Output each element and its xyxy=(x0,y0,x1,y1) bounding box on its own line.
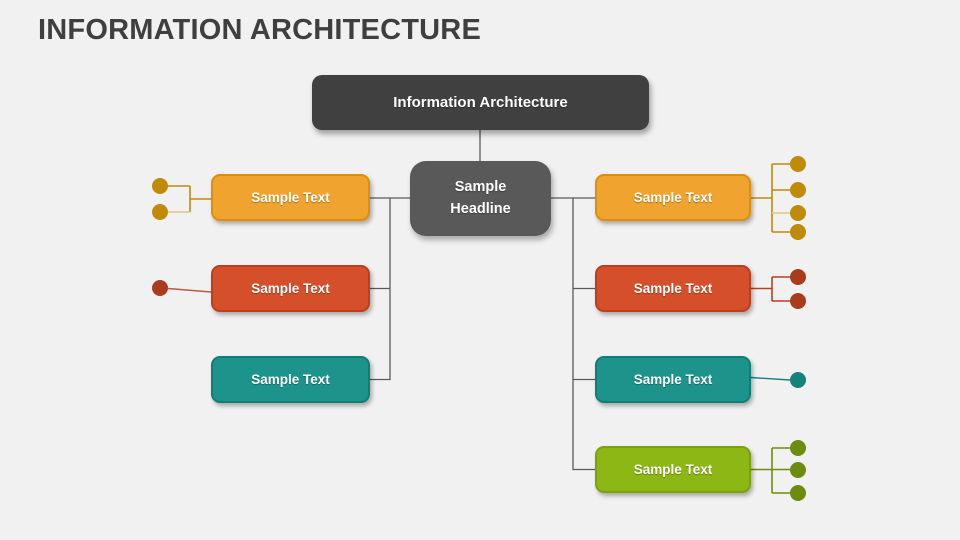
right-green-bullets xyxy=(751,440,806,501)
right-red-bullets xyxy=(751,269,806,309)
right-teal-bullet xyxy=(750,372,806,388)
slide-title: INFORMATION ARCHITECTURE xyxy=(38,14,481,46)
bullet-dot xyxy=(790,462,806,478)
bullet-dot xyxy=(790,182,806,198)
right-node-teal: Sample Text xyxy=(595,356,751,403)
bullet-dot xyxy=(790,269,806,285)
root-node: Information Architecture xyxy=(312,75,649,130)
bullet-dot xyxy=(790,224,806,240)
left-node-teal: Sample Text xyxy=(211,356,370,403)
node-label: Sample Text xyxy=(251,190,330,205)
node-label: Sample Text xyxy=(251,372,330,387)
right-node-yellow: Sample Text xyxy=(595,174,751,221)
left-node-red: Sample Text xyxy=(211,265,370,312)
bullet-dot xyxy=(790,440,806,456)
bullet-dot xyxy=(790,485,806,501)
bullet-dot xyxy=(790,372,806,388)
hub-node: Sample Headline xyxy=(410,161,551,236)
node-label: Sample Text xyxy=(251,281,330,296)
node-label: Sample Text xyxy=(633,372,713,387)
tree-connectors xyxy=(370,130,595,471)
node-label: Sample Text xyxy=(633,281,713,296)
bullet-dot xyxy=(152,178,168,194)
right-node-green: Sample Text xyxy=(595,446,751,493)
left-red-bullet xyxy=(152,280,212,296)
bullet-dot xyxy=(790,156,806,172)
right-yellow-bullets xyxy=(751,156,806,240)
bullet-dot xyxy=(152,280,168,296)
bullet-dot xyxy=(790,293,806,309)
left-node-yellow: Sample Text xyxy=(211,174,370,221)
node-label: Sample Text xyxy=(633,462,713,477)
right-node-red: Sample Text xyxy=(595,265,751,312)
left-yellow-bullets xyxy=(152,178,211,220)
node-label: Sample Text xyxy=(633,190,713,205)
bullet-dot xyxy=(152,204,168,220)
bullet-dot xyxy=(790,205,806,221)
root-node-label: Information Architecture xyxy=(393,94,568,111)
hub-node-label: Sample Headline xyxy=(450,179,511,217)
